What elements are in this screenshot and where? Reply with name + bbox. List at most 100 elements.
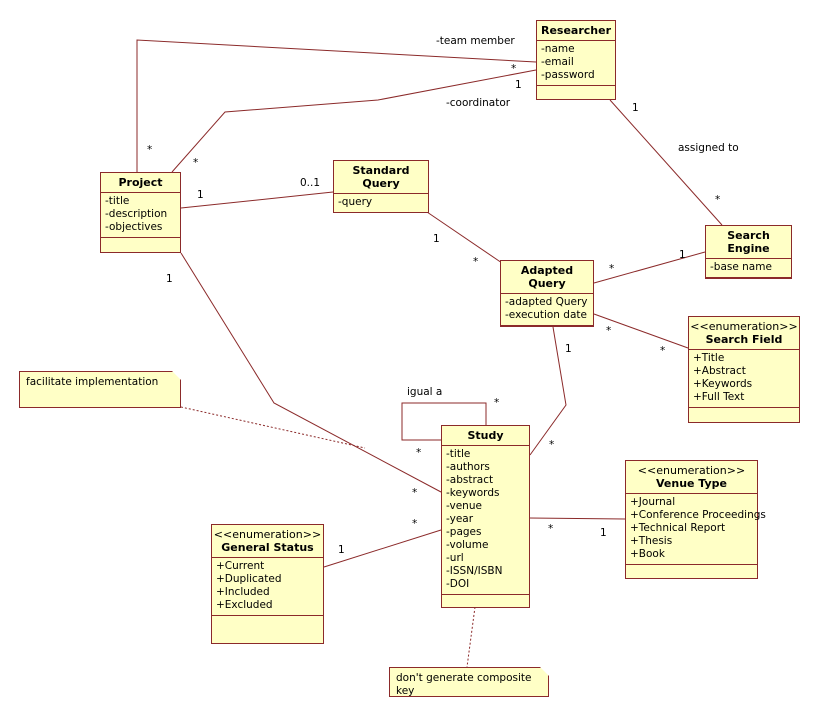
attribute: -query (338, 196, 373, 208)
class-name: General Status (221, 541, 314, 554)
enum-search-field[interactable]: <<enumeration>> Search Field +Title +Abs… (688, 316, 800, 423)
multiplicity: * (548, 523, 554, 535)
class-name: Study (467, 429, 504, 442)
class-researcher[interactable]: Researcher -name -email -password (536, 20, 616, 100)
note-text: facilitate implementation (26, 376, 159, 388)
attribute: -year (446, 513, 474, 525)
role-coordinator: -coordinator (446, 97, 511, 109)
attribute-list: -query (334, 193, 428, 212)
enum-literal: +Title (693, 352, 725, 364)
note-link-facilitate (180, 406, 366, 449)
attribute: -pages (446, 526, 482, 538)
class-name: Search Field (705, 333, 783, 346)
multiplicity: * (473, 256, 479, 268)
class-name: Standard Query (352, 164, 410, 190)
role-team-member: -team member (436, 35, 515, 47)
enum-literal: +Excluded (216, 599, 273, 611)
multiplicity: 1 (565, 343, 572, 355)
multiplicity: 1 (600, 527, 607, 539)
attribute: -execution date (505, 309, 587, 321)
attribute: -description (105, 208, 168, 220)
attribute-list: -base name (706, 258, 791, 277)
assoc-coordinator (171, 69, 537, 173)
operations-compartment (626, 564, 757, 575)
multiplicity: * (193, 157, 199, 169)
attribute-list: -name -email -password (537, 40, 615, 85)
multiplicity: * (494, 397, 500, 409)
literal-list: +Current +Duplicated +Included +Excluded (212, 557, 323, 615)
assoc-adapted-query-search-engine (593, 251, 706, 284)
multiplicity: 1 (197, 189, 204, 201)
attribute: -abstract (446, 474, 494, 486)
class-name: Project (118, 176, 163, 189)
assoc-name-igual-a: igual a (407, 386, 443, 398)
operations-compartment (212, 615, 323, 638)
class-adapted-query[interactable]: Adapted Query -adapted Query -execution … (500, 260, 594, 327)
operations-compartment (442, 594, 529, 605)
attribute: -keywords (446, 487, 500, 499)
assoc-standard-adapted-query (426, 211, 503, 264)
class-name: Search Engine (727, 229, 770, 255)
attribute: -name (541, 43, 575, 55)
attribute: -adapted Query (505, 296, 588, 308)
note-facilitate-implementation[interactable]: facilitate implementation (19, 371, 181, 408)
assoc-adapted-query-study (529, 326, 567, 456)
operations-compartment (101, 237, 180, 248)
multiplicity: * (147, 144, 153, 156)
multiplicity: 1 (166, 273, 173, 285)
class-search-engine[interactable]: Search Engine -base name (705, 225, 792, 279)
enum-general-status[interactable]: <<enumeration>> General Status +Current … (211, 524, 324, 644)
enum-literal: +Included (216, 586, 270, 598)
multiplicity: 1 (632, 102, 639, 114)
multiplicity: 1 (515, 79, 522, 91)
assoc-name-assigned-to: assigned to (678, 142, 739, 154)
note-text: don't generate composite key (396, 672, 532, 697)
attribute: -ISSN/ISBN (446, 565, 503, 577)
literal-list: +Journal +Conference Proceedings +Techni… (626, 493, 766, 564)
multiplicity: * (511, 63, 517, 75)
enum-literal: +Abstract (693, 365, 746, 377)
multiplicity: * (609, 263, 615, 275)
class-project[interactable]: Project -title -description -objectives (100, 172, 181, 253)
class-study[interactable]: Study -title -authors -abstract -keyword… (441, 425, 530, 608)
attribute: -volume (446, 539, 489, 551)
attribute: -email (541, 56, 574, 68)
enum-literal: +Thesis (630, 535, 673, 547)
attribute: -url (446, 552, 464, 564)
assoc-study-venue-type (528, 517, 626, 520)
multiplicity: 1 (679, 249, 686, 261)
enum-literal: +Journal (630, 496, 676, 508)
class-name: Adapted Query (520, 264, 574, 290)
multiplicity: * (412, 518, 418, 530)
enum-venue-type[interactable]: <<enumeration>> Venue Type +Journal +Con… (625, 460, 766, 579)
enum-literal: +Keywords (693, 378, 753, 390)
class-standard-query[interactable]: Standard Query -query (333, 160, 429, 213)
attribute: -authors (446, 461, 490, 473)
stereotype-label: <<enumeration>> (690, 320, 798, 333)
operations-compartment (537, 85, 615, 96)
multiplicity: * (412, 487, 418, 499)
operations-compartment (689, 407, 799, 418)
multiplicity: * (549, 439, 555, 451)
class-name: Venue Type (655, 477, 728, 490)
multiplicity: * (715, 194, 721, 206)
multiplicity: * (416, 447, 422, 459)
assoc-team-member (136, 39, 537, 172)
multiplicity: 1 (338, 544, 345, 556)
operations-compartment (706, 277, 791, 288)
assoc-assigned-to (609, 99, 723, 226)
enum-literal: +Conference Proceedings (630, 509, 766, 521)
note-composite-key[interactable]: don't generate composite key (389, 667, 549, 697)
attribute: -base name (710, 261, 772, 273)
enum-literal: +Current (216, 560, 265, 572)
multiplicity: * (660, 345, 666, 357)
assoc-study-self (401, 402, 487, 441)
operations-compartment (501, 325, 593, 336)
assoc-project-study (180, 252, 442, 493)
stereotype-label: <<enumeration>> (637, 464, 746, 477)
assoc-project-standard-query (180, 191, 334, 209)
attribute: -venue (446, 500, 482, 512)
operations-compartment (334, 212, 428, 223)
